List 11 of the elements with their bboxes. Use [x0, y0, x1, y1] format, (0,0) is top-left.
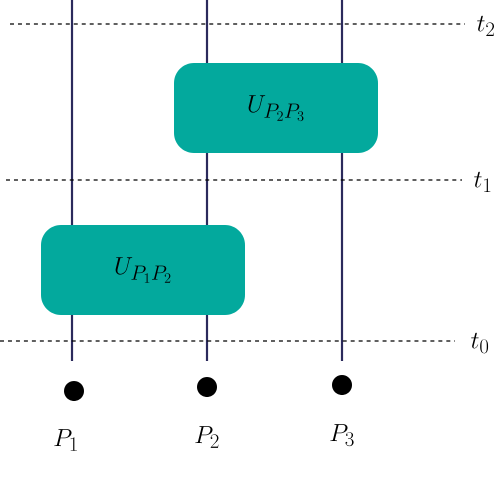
gate-box: $U_{P_2P_3}$: [174, 63, 378, 153]
particle-dot: [64, 381, 84, 401]
particle-dot: [197, 377, 217, 397]
particle-dot: [332, 375, 352, 395]
particle-label: $P_2$: [195, 426, 218, 448]
particle-label: $P_3$: [330, 424, 354, 446]
particle-label: $P_1$: [54, 429, 77, 451]
time-label: $t_2$: [477, 16, 494, 36]
gate-box: $U_{P_1P_2}$: [41, 225, 245, 315]
time-label: $t_0$: [471, 332, 488, 354]
time-label: $t_1$: [474, 172, 490, 192]
